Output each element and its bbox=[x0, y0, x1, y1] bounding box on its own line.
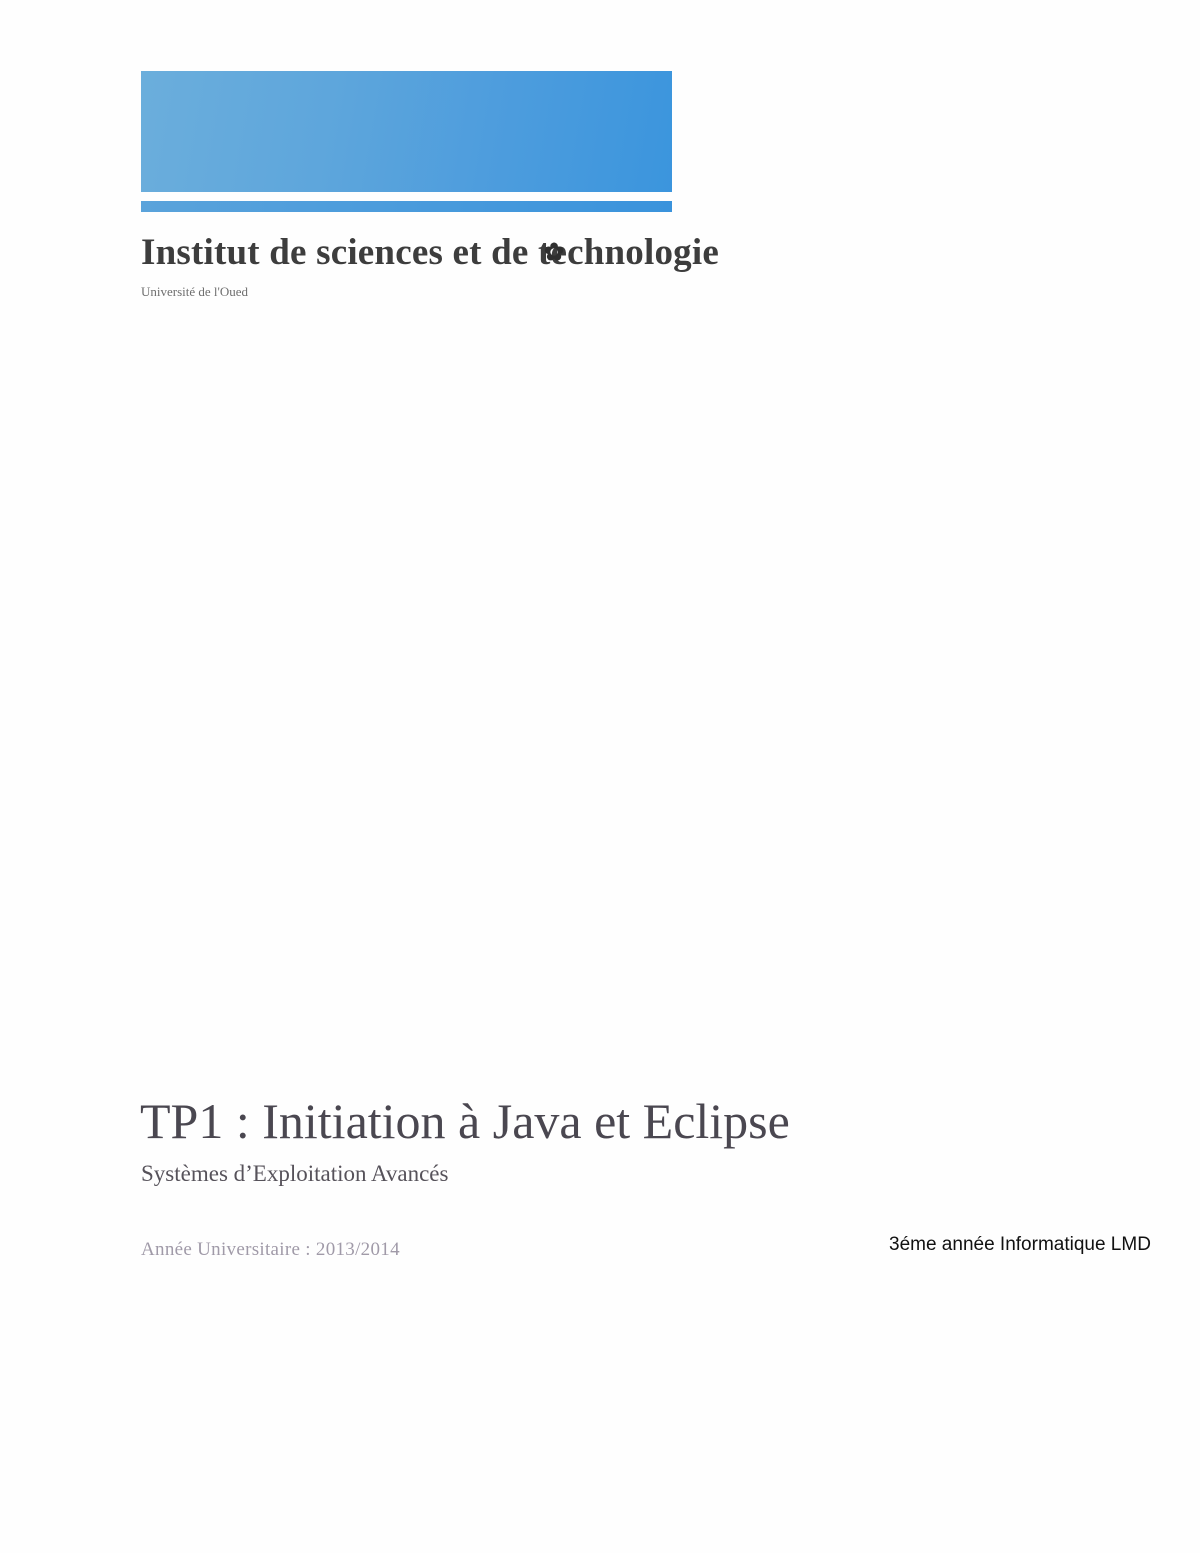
header-banner bbox=[141, 71, 672, 192]
header-accent-bar bbox=[141, 201, 672, 212]
glyph-artifact-icon: ✿ bbox=[544, 240, 565, 266]
institute-title-text-end: technologie bbox=[537, 232, 719, 273]
university-name: Université de l'Oued bbox=[141, 284, 249, 299]
class-level: 3éme année Informatique LMD bbox=[889, 1234, 1151, 1255]
document-subtitle: Systèmes d’Exploitation Avancés bbox=[141, 1161, 449, 1186]
academic-year: Année Universitaire : 2013/2014 bbox=[141, 1239, 400, 1260]
institute-title-text: Institut de sciences et de bbox=[141, 232, 538, 273]
document-title: TP1 : Initiation à Java et Eclipse bbox=[140, 1093, 790, 1149]
institute-title: Institut de sciences et de technologie✿ bbox=[141, 230, 719, 276]
